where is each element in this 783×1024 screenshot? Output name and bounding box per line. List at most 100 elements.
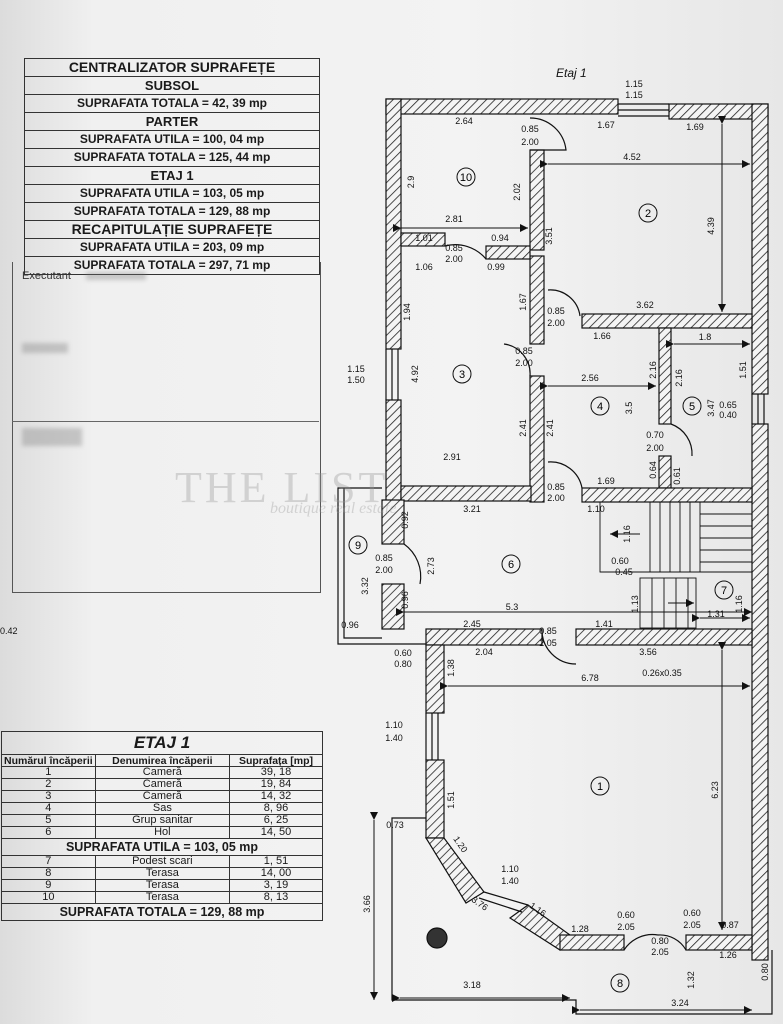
dimension-label: 0.26x0.35: [642, 668, 682, 678]
dimension-label: 2.81: [445, 214, 463, 224]
dimension-label: 1.15: [347, 364, 365, 374]
watermark: THE LIST: [175, 463, 389, 512]
room-number-cell: 10: [1, 891, 96, 904]
header-room-name: Denumirea încăperii: [94, 754, 231, 767]
room-circle: [452, 364, 472, 384]
summary-row: SUPRAFATA TOTALA = 129, 88 mp: [24, 202, 320, 221]
room-number-cell: 2: [1, 778, 96, 791]
room-circle: [590, 396, 610, 416]
dimension-label: 0.60: [617, 910, 635, 920]
dimension-label: 1.94: [402, 303, 412, 321]
room-number-cell: 9: [1, 879, 96, 892]
dimension-label: 3.76: [470, 894, 490, 912]
room-number: 3: [459, 369, 465, 381]
dimension-label: 3.56: [639, 647, 657, 657]
dimension-label: 1.69: [686, 122, 704, 132]
dimension-label: 2.45: [463, 619, 481, 629]
dimension-label: 0.80: [760, 963, 770, 981]
room-area-cell: 1, 51: [229, 855, 323, 868]
usable-area-total: SUPRAFATA UTILA = 103, 05 mp: [1, 838, 323, 856]
dimension-label: 2.00: [646, 443, 664, 453]
dimension-label: 0.60: [394, 648, 412, 658]
dimension-label: 0.85: [547, 482, 565, 492]
dimension-label: 0.40: [719, 410, 737, 420]
room-area-cell: 14, 32: [229, 790, 323, 803]
room-number: 6: [508, 559, 514, 571]
room-number-cell: 5: [1, 814, 96, 827]
room-circle: [714, 580, 734, 600]
dimension-label: 0.70: [646, 430, 664, 440]
room-number: 4: [597, 401, 603, 413]
room-circle: [682, 396, 702, 416]
room-circle: [456, 167, 476, 187]
executant-label: Executant: [22, 270, 71, 282]
redacted-mark: [22, 428, 82, 446]
room-circle: [590, 776, 610, 796]
executant-box: [12, 262, 321, 593]
dimension-label: 1.10: [587, 504, 605, 514]
dimension-label: 1.01: [415, 233, 433, 243]
redacted-mark: [22, 343, 68, 353]
dimension-label: 2.00: [547, 318, 565, 328]
dimension-label: 1.10: [501, 864, 519, 874]
dimension-label: 1.15: [625, 79, 643, 89]
dimension-label: 3.18: [463, 980, 481, 990]
dimension-label: 3.62: [636, 300, 654, 310]
room-area-cell: 14, 50: [229, 826, 323, 839]
room-name-cell: Podest scari: [94, 855, 231, 868]
room-area-cell: 14, 00: [229, 867, 323, 880]
room-name-cell: Hol: [94, 826, 231, 839]
room-number: 9: [355, 540, 361, 552]
dimension-label: 3.32: [360, 577, 370, 595]
dimension-label: 5.3: [506, 602, 519, 612]
room-name-cell: Cameră: [94, 778, 231, 791]
dimension-label: 1.15: [625, 90, 643, 100]
dimension-label: 1.40: [385, 733, 403, 743]
dimension-label: 6.78: [581, 673, 599, 683]
dimension-label: 2.00: [547, 493, 565, 503]
dimension-label: 0.85: [445, 243, 463, 253]
dimension-label: 4.92: [410, 365, 420, 383]
dimension-label: 0.96: [341, 620, 359, 630]
dimension-label: 1.38: [446, 659, 456, 677]
header-room-number: Numărul încăperii: [1, 754, 96, 767]
dimension-label: 1.40: [501, 876, 519, 886]
room-circle: [638, 203, 658, 223]
room-area-cell: 8, 13: [229, 891, 323, 904]
dimension-label: 1.26: [719, 950, 737, 960]
dimension-label: 0.99: [487, 262, 505, 272]
dimension-lines: [370, 116, 752, 1014]
room-number: 5: [689, 401, 695, 413]
dimension-label: 2.73: [426, 557, 436, 575]
dimension-label: 0.61: [672, 467, 682, 485]
dimension-label: 1.10: [385, 720, 403, 730]
dimension-label: 4.52: [623, 152, 641, 162]
header-room-area: Suprafața [mp]: [229, 754, 323, 767]
dimension-label: 0.60: [683, 908, 701, 918]
room-area-cell: 6, 25: [229, 814, 323, 827]
left-edge-mark: 0.42: [0, 626, 18, 636]
dimension-label: 0.96: [400, 591, 410, 609]
dimension-label: 0.65: [719, 400, 737, 410]
dimension-label: 1.51: [446, 791, 456, 809]
dimension-label: 0.85: [375, 553, 393, 563]
room-area-table: ETAJ 1 Numărul încăperii Denumirea încăp…: [1, 731, 323, 921]
dimension-label: 2.00: [521, 137, 539, 147]
dimension-label: 0.73: [386, 820, 404, 830]
dimension-label: 2.02: [512, 183, 522, 201]
room-area-cell: 39, 18: [229, 766, 323, 779]
dimension-label: 1.66: [593, 331, 611, 341]
dimension-label: 0.85: [521, 124, 539, 134]
summary-row: RECAPITULAȚIE SUPRAFEȚE: [24, 220, 320, 239]
room-number-cell: 1: [1, 766, 96, 779]
plan-title: Etaj 1: [556, 66, 587, 80]
room-name-cell: Grup sanitar: [94, 814, 231, 827]
